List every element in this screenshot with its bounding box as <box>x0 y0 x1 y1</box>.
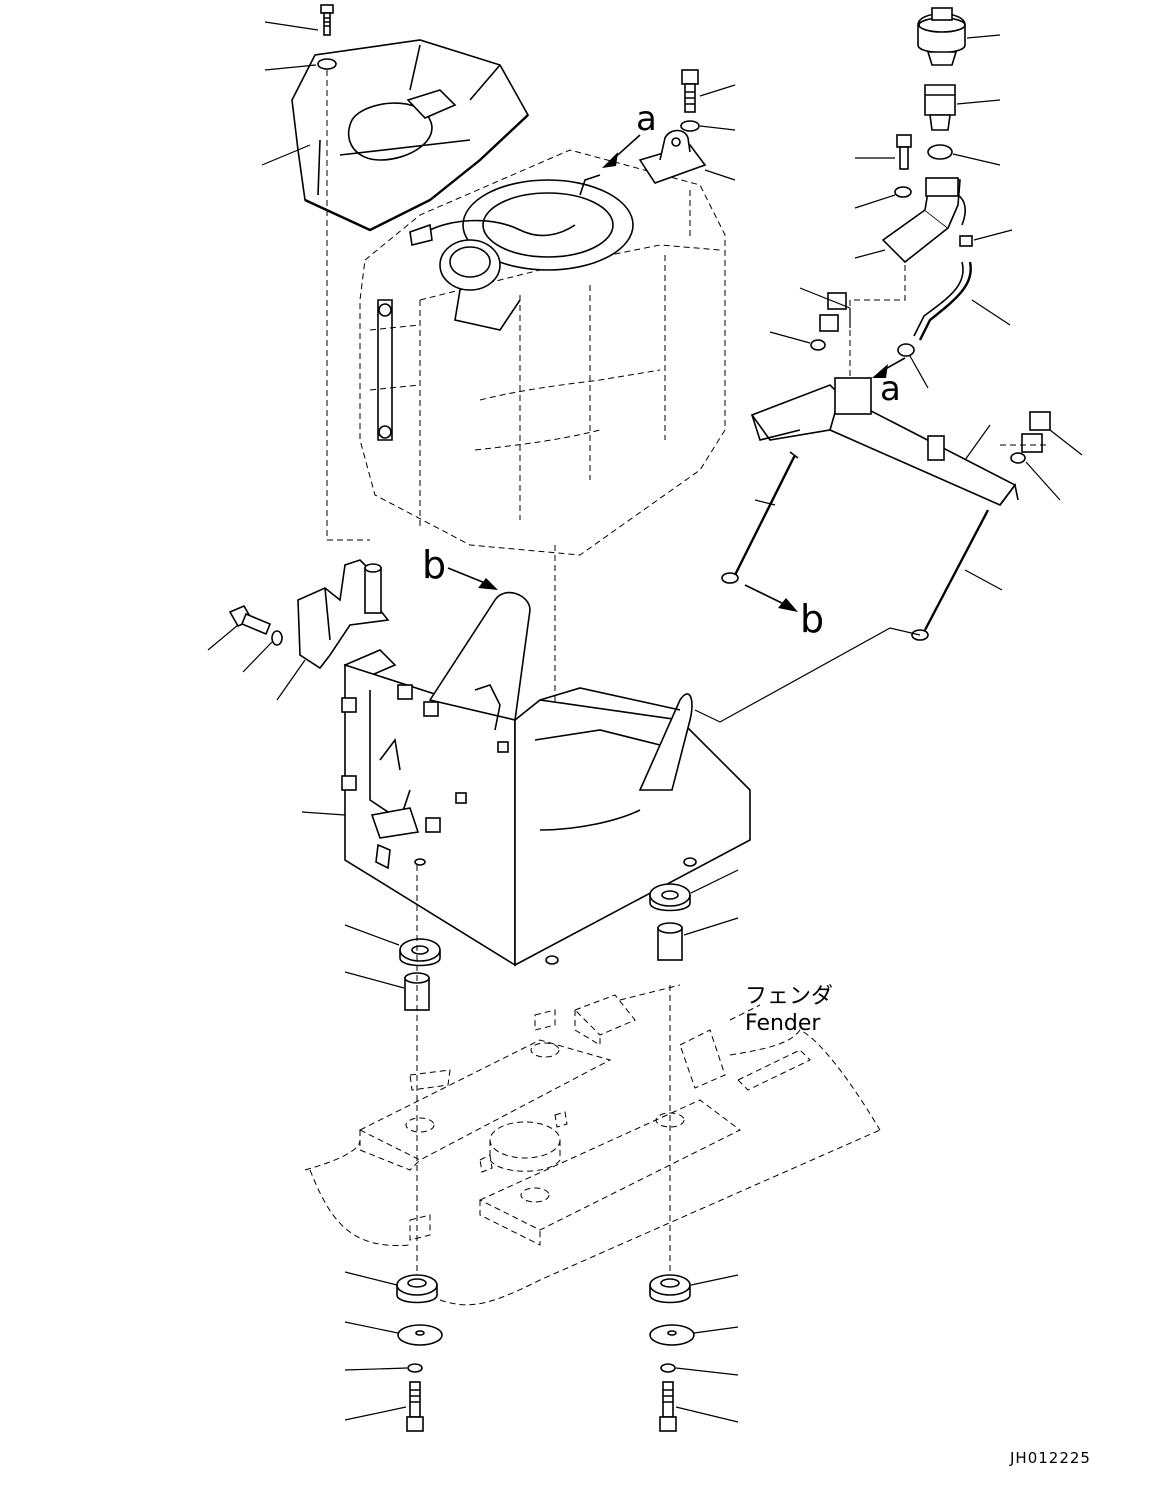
view-b-label-rods: b <box>800 597 824 641</box>
view-a-label-bracket: a <box>880 369 901 409</box>
upper-mount-left <box>399 938 441 967</box>
nut-4 <box>1021 433 1043 453</box>
hold-down-bracket <box>750 377 1019 506</box>
fuel-tank <box>359 149 726 556</box>
eye-bracket <box>638 129 707 184</box>
cover-washer <box>317 58 337 70</box>
lower-bolt-left <box>406 1381 424 1432</box>
side-bracket-washer <box>271 630 283 646</box>
lower-washer-large-right <box>649 1324 695 1346</box>
tie-rod-right <box>911 509 990 641</box>
fender-label-en: Fender <box>745 1011 821 1036</box>
nut-1 <box>827 292 847 310</box>
center-bolt <box>681 69 699 113</box>
drawing-code: JH012225 <box>1009 1449 1091 1467</box>
adapter-fitting <box>924 84 956 131</box>
right-bracket <box>881 177 967 264</box>
right-bolt <box>896 134 912 170</box>
nut-2 <box>819 314 839 332</box>
tank-stand <box>341 591 751 967</box>
center-washer <box>680 120 700 132</box>
breather-cap <box>917 7 966 66</box>
lower-washer-small-left <box>407 1363 423 1373</box>
side-bracket <box>297 559 390 670</box>
right-washer-small <box>894 186 912 198</box>
right-washer-large <box>927 144 953 160</box>
small-nut-mid <box>897 343 915 357</box>
side-bracket-bolt <box>228 604 272 636</box>
lower-bolt-right <box>659 1381 677 1432</box>
small-washer-mid <box>810 339 826 351</box>
tie-rod-left <box>721 451 799 584</box>
small-washer-right <box>1010 452 1026 464</box>
nut-3 <box>1029 411 1051 431</box>
upper-sleeve-left <box>404 972 430 1011</box>
lower-washer-large-left <box>397 1324 443 1346</box>
right-small-nut <box>959 235 973 247</box>
upper-sleeve-right <box>657 922 683 961</box>
fender-label-jp: フェンダ <box>745 984 833 1009</box>
lower-mount-right <box>649 1274 691 1304</box>
lower-washer-small-right <box>660 1363 676 1373</box>
lower-mount-left <box>396 1274 438 1304</box>
cover-bolt <box>320 4 334 36</box>
upper-mount-right <box>649 883 691 912</box>
frame-plates <box>358 994 811 1246</box>
tank-cover <box>291 39 530 232</box>
view-b-label-tank: b <box>422 543 446 587</box>
view-a-label-top: a <box>636 99 657 139</box>
breather-hose <box>918 261 972 341</box>
